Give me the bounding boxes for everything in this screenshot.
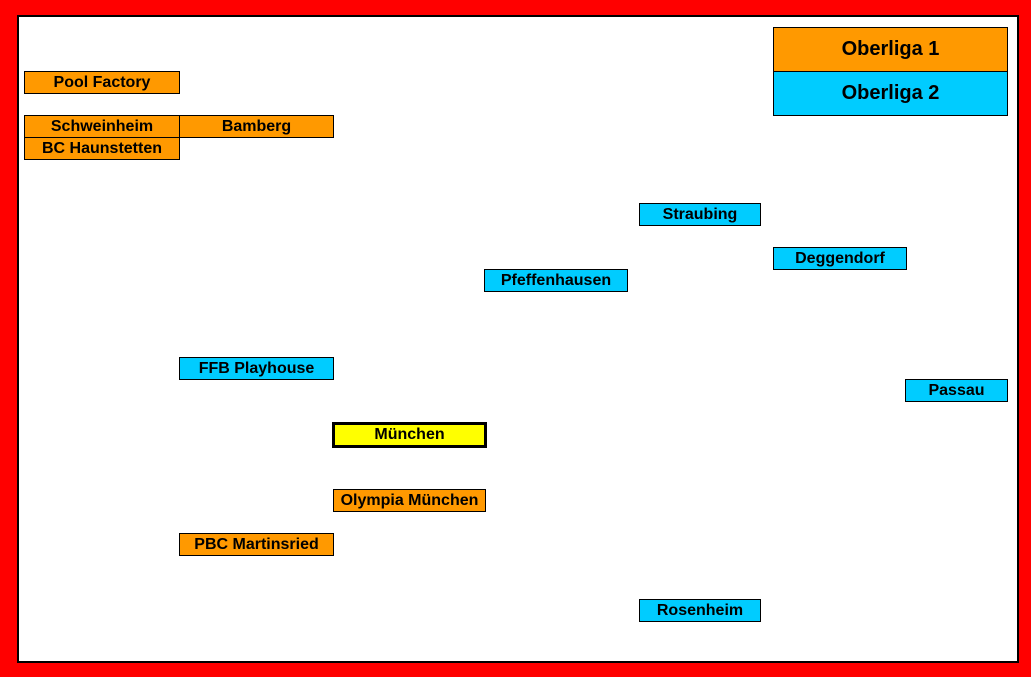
club-bamberg: Bamberg: [179, 115, 334, 138]
club-passau: Passau: [905, 379, 1008, 402]
club-schweinheim: Schweinheim: [24, 115, 180, 138]
club-straubing: Straubing: [639, 203, 761, 226]
club-deggendorf: Deggendorf: [773, 247, 907, 270]
legend-oberliga-1: Oberliga 1: [773, 27, 1008, 72]
city-muenchen: München: [332, 422, 487, 448]
legend-oberliga-2: Oberliga 2: [773, 71, 1008, 116]
club-bc-haunstetten: BC Haunstetten: [24, 137, 180, 160]
club-pool-factory: Pool Factory: [24, 71, 180, 94]
club-pfeffenhausen: Pfeffenhausen: [484, 269, 628, 292]
map-canvas: Oberliga 1 Oberliga 2 Pool Factory Schwe…: [17, 15, 1019, 663]
club-ffb-playhouse: FFB Playhouse: [179, 357, 334, 380]
club-rosenheim: Rosenheim: [639, 599, 761, 622]
club-olympia-muenchen: Olympia München: [333, 489, 486, 512]
club-pbc-martinsried: PBC Martinsried: [179, 533, 334, 556]
